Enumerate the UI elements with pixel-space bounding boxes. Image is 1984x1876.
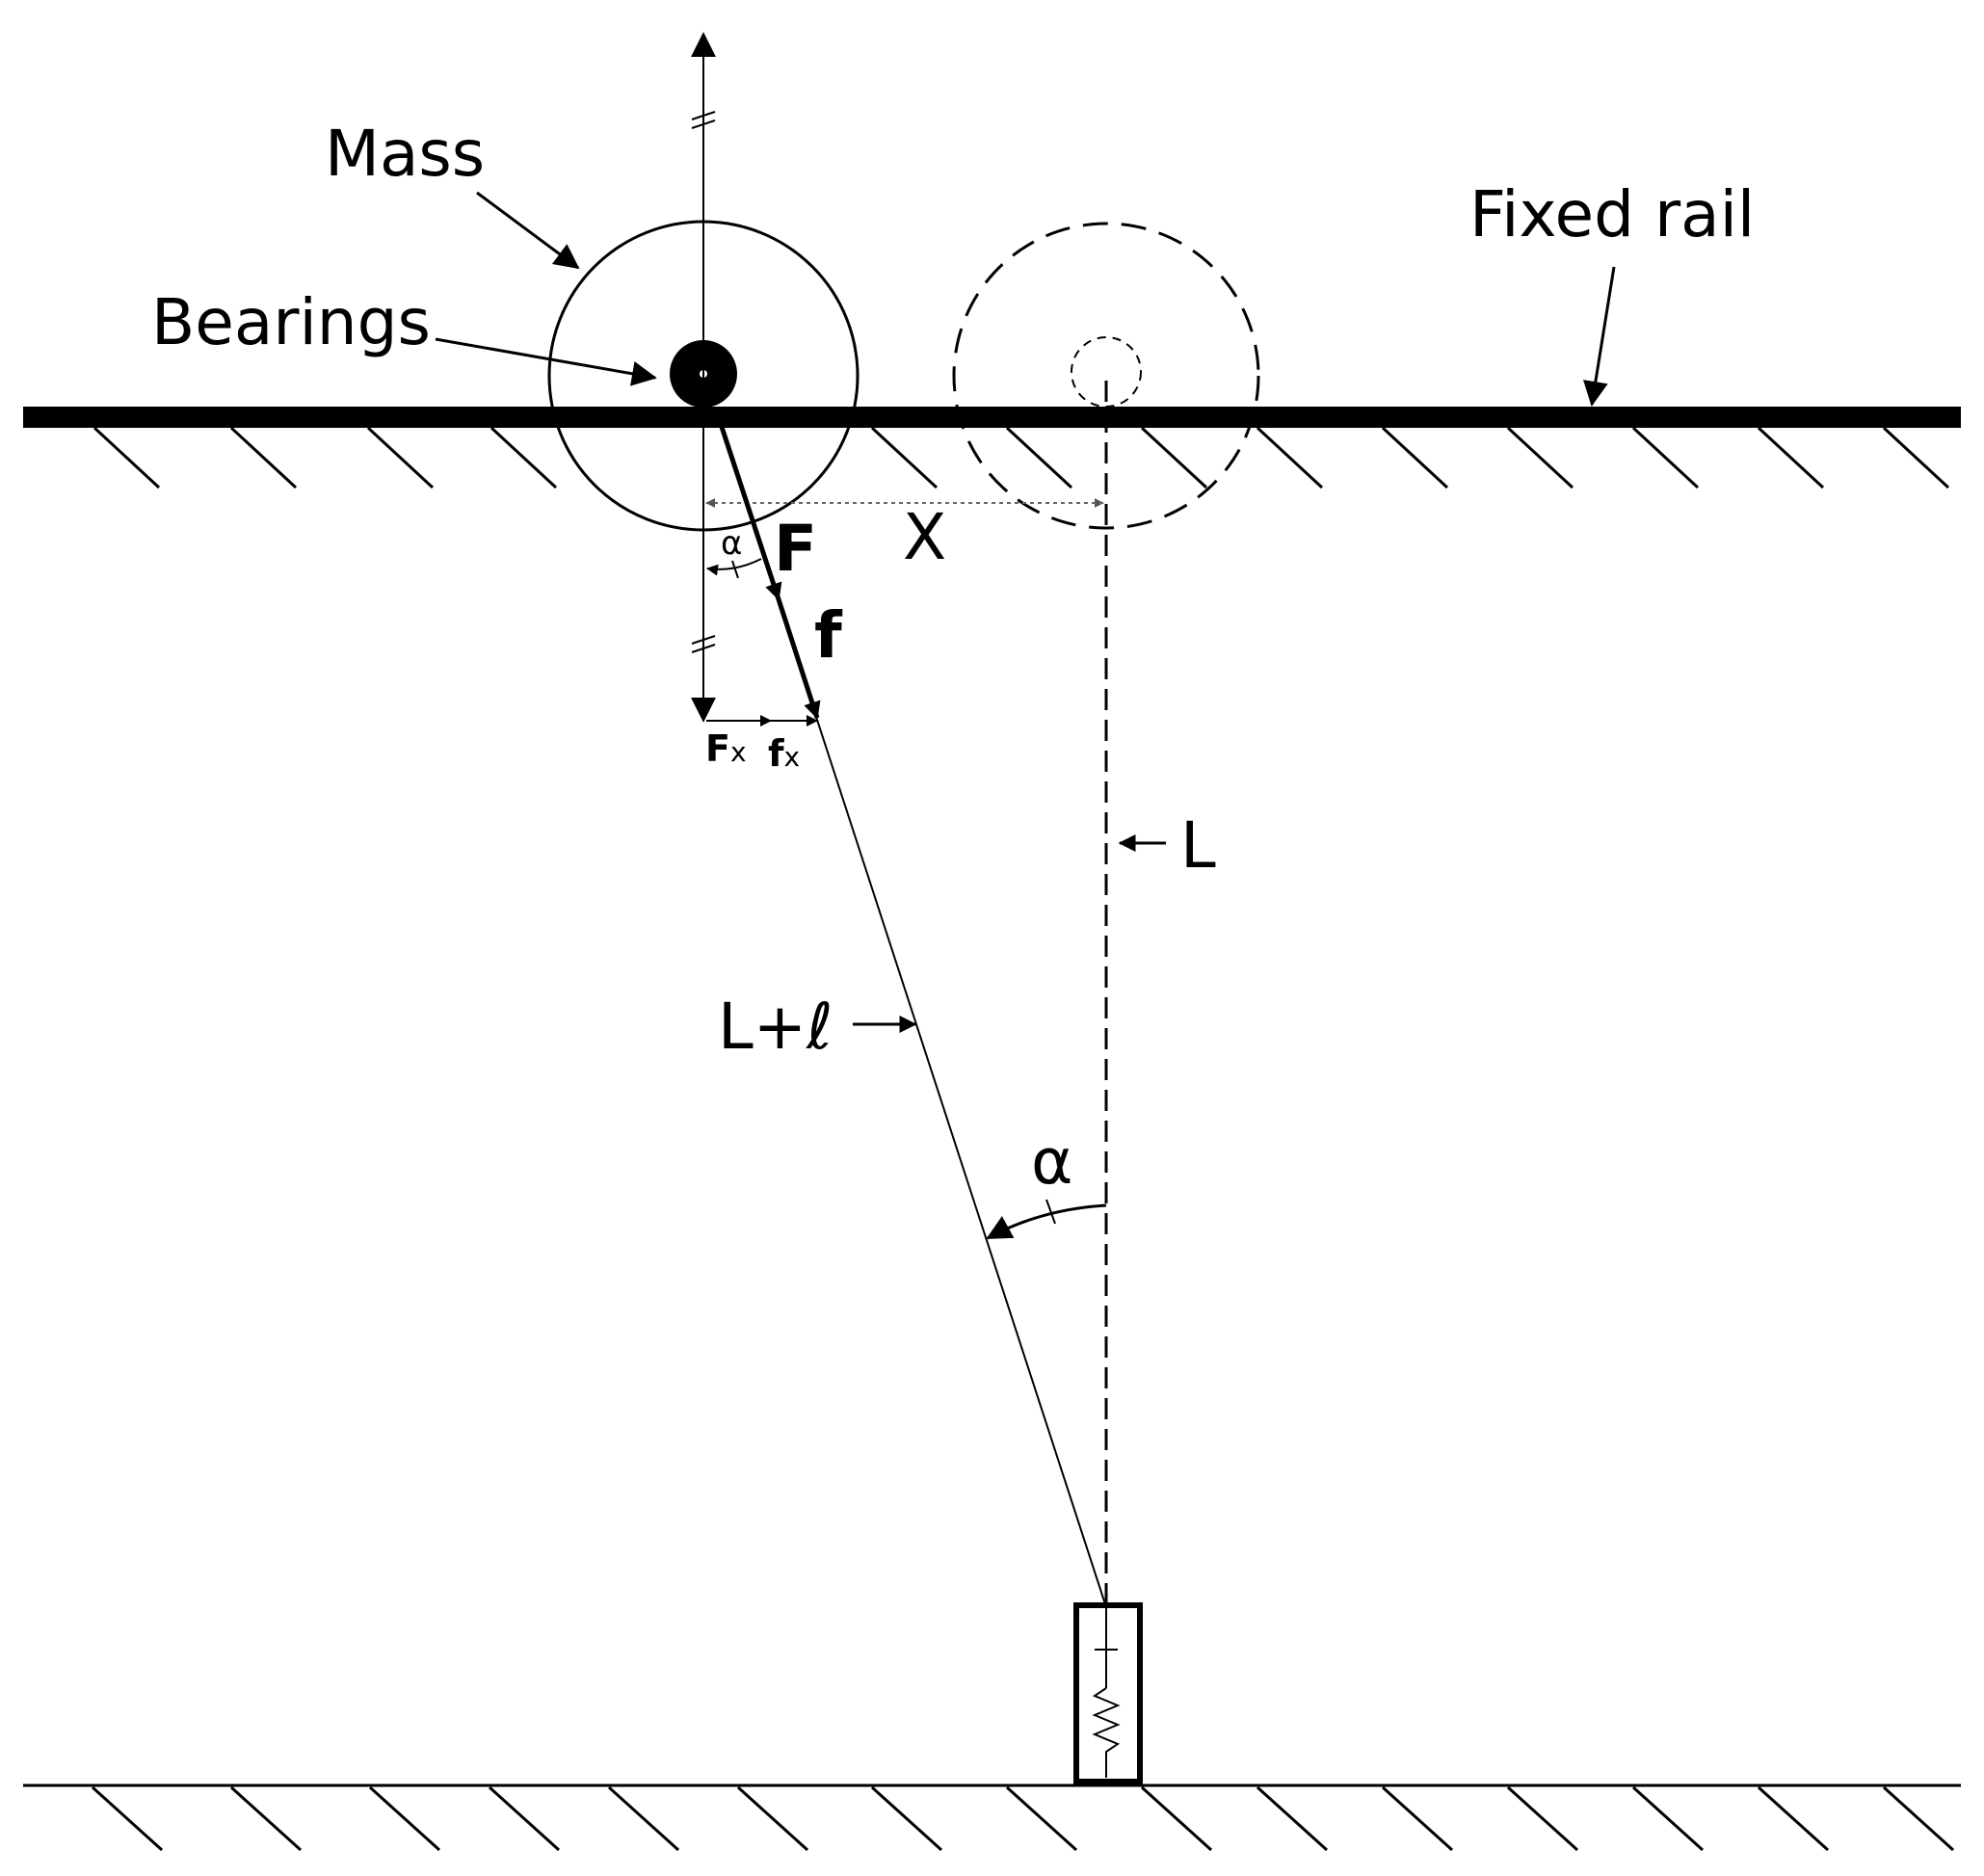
rail-hatching xyxy=(93,426,1950,489)
large-alpha-tick xyxy=(1045,1199,1056,1225)
large-alpha-label: α xyxy=(1031,1124,1073,1199)
equilibrium-bearing xyxy=(1071,336,1142,408)
large-alpha-arc xyxy=(986,1203,1107,1240)
force-f-vector xyxy=(776,598,821,720)
fx-label: fx xyxy=(768,732,800,775)
bearings-pointer xyxy=(435,337,657,386)
length-L-plus-label: L+ℓ xyxy=(718,990,833,1064)
fixed-rail-label: Fixed rail xyxy=(1469,177,1755,251)
spring-box xyxy=(1073,1602,1143,1784)
equilibrium-mass-circle xyxy=(952,222,1260,530)
bearings-label: Bearings xyxy=(151,285,431,359)
spring-icon xyxy=(1092,1607,1121,1778)
force-f-label: f xyxy=(814,598,843,673)
force-F-vector xyxy=(718,423,782,601)
fixed-rail-pointer xyxy=(1582,266,1616,407)
ground-hatching xyxy=(91,1785,1955,1852)
fixed-rail xyxy=(23,407,1961,428)
mass-label: Mass xyxy=(325,117,485,191)
small-alpha-label: α xyxy=(721,524,742,563)
length-L-label: L xyxy=(1180,808,1216,883)
force-F-label: F xyxy=(774,512,817,586)
displacement-X-label: X xyxy=(903,500,946,574)
Fx-label: Fx xyxy=(705,727,747,770)
mass-pointer xyxy=(476,191,580,270)
small-alpha-tick xyxy=(731,560,739,579)
equal-tick-marks xyxy=(691,111,716,653)
